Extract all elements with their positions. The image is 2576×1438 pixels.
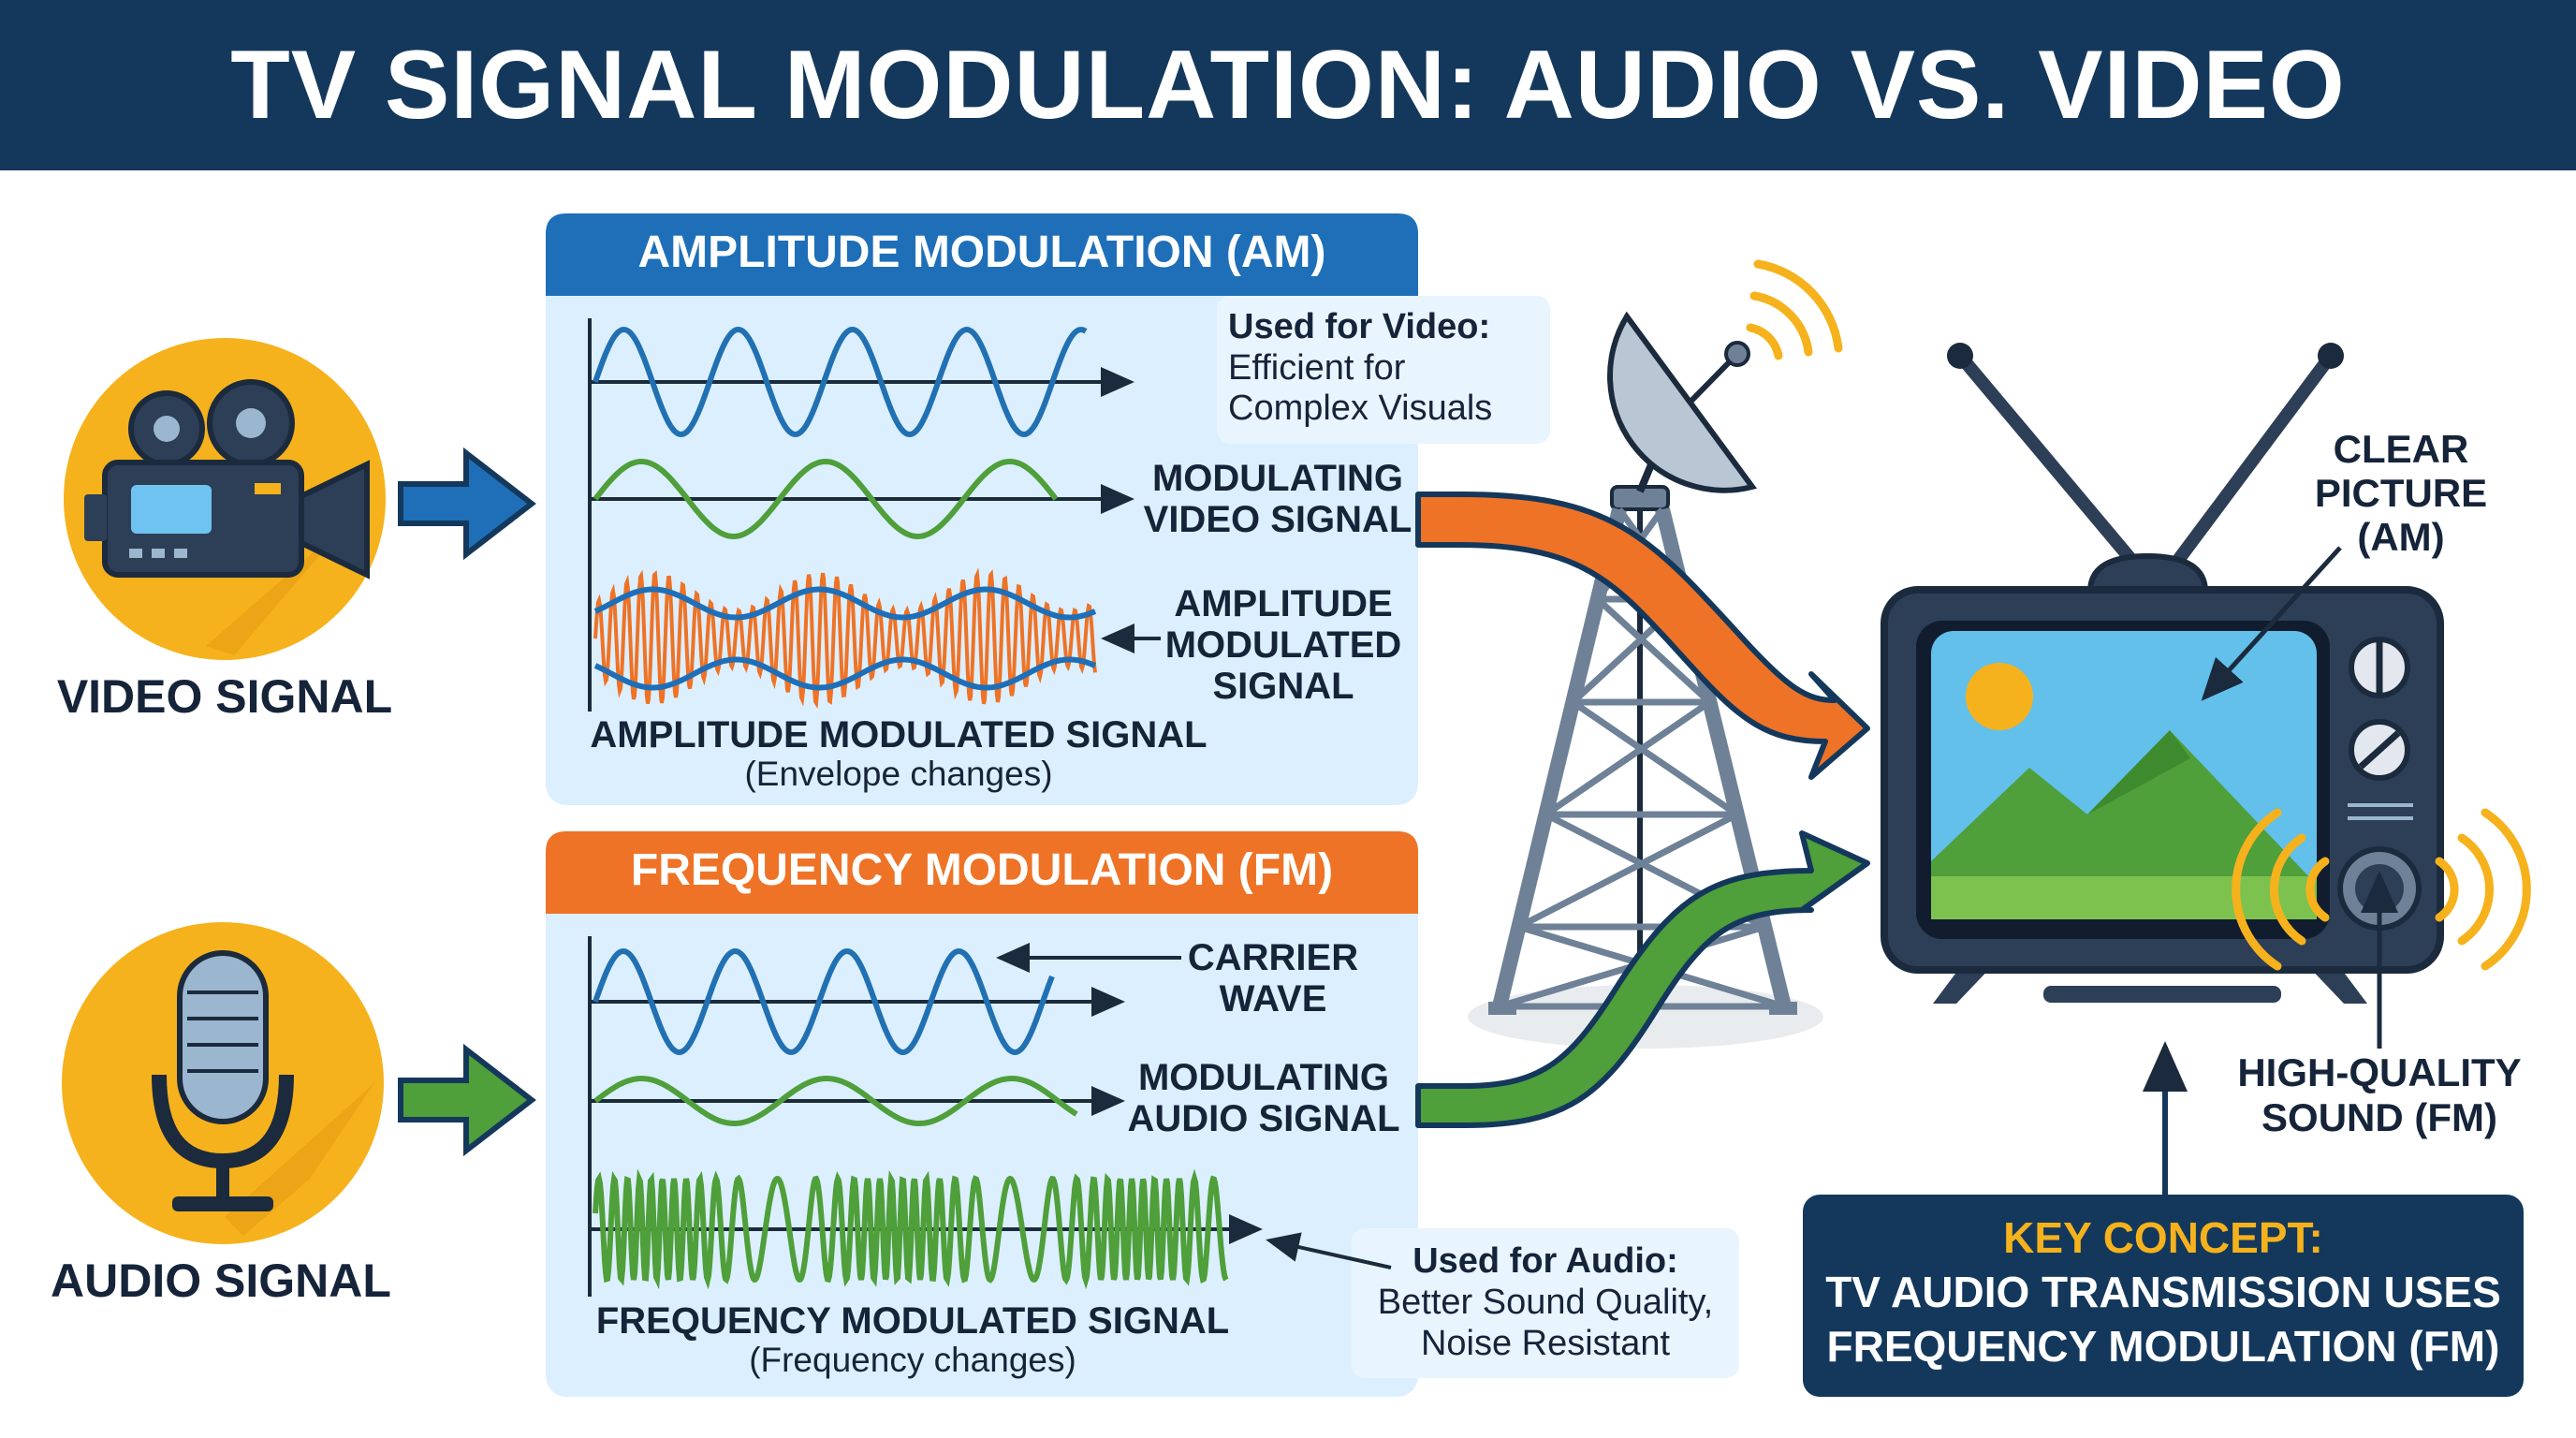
audio-input-arrow (398, 1043, 536, 1157)
am-modulating-wave (593, 458, 1059, 540)
fm-modulated-wave (593, 1168, 1229, 1290)
picture-label-1: CLEAR (2333, 427, 2469, 471)
am-note-line-2: Complex Visuals (1228, 389, 1493, 428)
key-concept-line-2: FREQUENCY MODULATION (FM) (1826, 1322, 2500, 1371)
am-modulated-label-3: SIGNAL (1212, 666, 1354, 707)
fm-note-line-2: Noise Resistant (1420, 1324, 1671, 1363)
audio-signal-label: AUDIO SIGNAL (51, 1255, 391, 1307)
satellite-dish-icon (1607, 259, 1843, 493)
sound-label-1: HIGH-QUALITY (2237, 1050, 2522, 1094)
am-modulated-wave (593, 567, 1097, 710)
fm-modulating-wave (593, 1076, 1078, 1126)
am-caption-sub: (Envelope changes) (744, 755, 1053, 793)
key-concept-box (1803, 1195, 2524, 1397)
fm-output-arrow (1415, 830, 1870, 1128)
picture-label-3: (AM) (2357, 515, 2445, 559)
am-panel (546, 213, 1550, 805)
carrier-label-2: WAVE (1219, 978, 1327, 1020)
tower-strut-3 (1595, 596, 1712, 705)
microphone-icon (62, 922, 384, 1244)
fm-caption: FREQUENCY MODULATED SIGNAL (595, 1300, 1230, 1342)
am-output-arrow (1415, 492, 1870, 780)
am-modulating-label-2: VIDEO SIGNAL (1143, 499, 1412, 540)
fm-caption-sub: (Frequency changes) (749, 1341, 1076, 1379)
fm-note-line-1: Better Sound Quality, (1377, 1283, 1714, 1322)
sound-label-2: SOUND (FM) (2261, 1095, 2497, 1139)
fm-panel (546, 831, 1739, 1397)
am-note-box (1217, 296, 1550, 444)
fm-carrier-wave (593, 947, 1055, 1056)
title-bar: TV SIGNAL MODULATION: AUDIO VS. VIDEO (0, 0, 2576, 170)
picture-pointer (2201, 546, 2342, 701)
am-modulating-label-1: MODULATING (1151, 458, 1404, 499)
tower-strut-10 (1516, 811, 1739, 931)
fm-note-box (1352, 1228, 1739, 1378)
am-envelope (593, 586, 1097, 691)
am-modulated-label-1: AMPLITUDE (1174, 583, 1393, 624)
am-caption: AMPLITUDE MODULATED SIGNAL (590, 714, 1208, 756)
am-carrier-wave (593, 326, 1088, 438)
fm-modulating-label-1: MODULATING (1137, 1057, 1390, 1098)
page-title: TV SIGNAL MODULATION: AUDIO VS. VIDEO (230, 30, 2346, 139)
picture-label-2: PICTURE (2314, 471, 2488, 515)
fm-modulating-label-2: AUDIO SIGNAL (1127, 1098, 1400, 1139)
television-icon (1881, 343, 2444, 1004)
video-signal-label: VIDEO SIGNAL (56, 670, 393, 723)
am-note-title: Used for Video: (1228, 307, 1491, 346)
am-header: AMPLITUDE MODULATION (AM) (637, 227, 1326, 277)
video-input-arrow (398, 447, 536, 561)
video-camera-icon (64, 338, 386, 660)
sound-waves-icon (2232, 808, 2531, 971)
am-modulated-label-2: MODULATED (1164, 624, 1402, 666)
fm-header: FREQUENCY MODULATION (FM) (630, 845, 1334, 895)
key-concept-line-1: TV AUDIO TRANSMISSION USES (1825, 1268, 2501, 1316)
tower-strut-7 (1544, 699, 1712, 817)
fm-note-title: Used for Audio: (1412, 1241, 1678, 1281)
fm-note-pointer (1266, 1232, 1392, 1269)
carrier-label-1: CARRIER (1187, 937, 1359, 978)
key-concept-title: KEY CONCEPT: (2003, 1213, 2323, 1262)
am-note-line-1: Efficient for (1228, 348, 1406, 388)
tower-strut-6 (1571, 699, 1739, 817)
